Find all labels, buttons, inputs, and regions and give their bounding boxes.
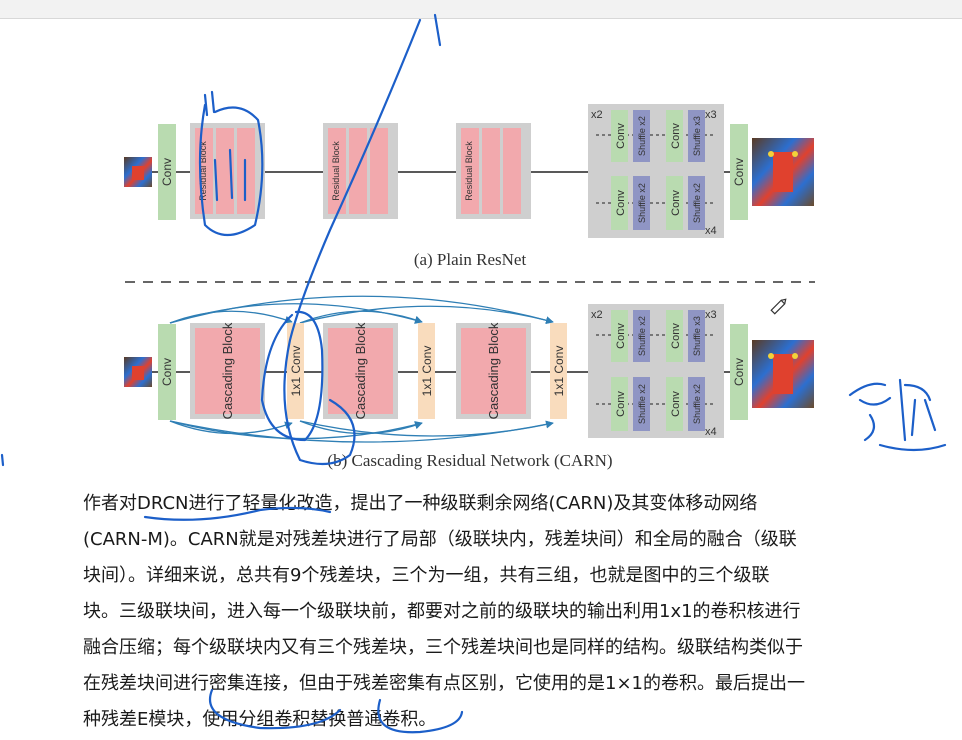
plain-residual-block-1: Residual Block bbox=[190, 123, 265, 219]
conv1x1-block-2 bbox=[418, 323, 435, 419]
architecture-diagram: Conv Residual Block Residual Block Resid… bbox=[124, 104, 815, 470]
upsample-conv-label: Conv bbox=[615, 190, 627, 216]
conv1x1-label: 1x1 Conv bbox=[552, 346, 566, 397]
upsample-conv-label: Conv bbox=[615, 123, 627, 149]
upsample-conv-label: Conv bbox=[670, 391, 682, 417]
shuffle-label: Shuffle x2 bbox=[692, 384, 702, 424]
cascading-block-1: Cascading Block bbox=[190, 322, 265, 419]
scale-x4-label: x4 bbox=[705, 426, 717, 438]
text-line: 块间）。详细来说，总共有9个残差块，三个为一组，共有三组，也就是图中的三个级联 bbox=[83, 565, 770, 586]
plain-conv-label: Conv bbox=[160, 158, 174, 186]
carn-upsample-module: Conv Shuffle x2 Conv Shuffle x3 Conv Shu… bbox=[588, 304, 724, 438]
text-line: 种残差E模块，使用分组卷积替换普通卷积。 bbox=[83, 709, 437, 730]
cascading-block-3: Cascading Block bbox=[456, 322, 531, 419]
shuffle-label: Shuffle x2 bbox=[637, 384, 647, 424]
pencil-icon[interactable] bbox=[770, 298, 787, 315]
plain-block-label: Residual Block bbox=[198, 141, 208, 201]
shuffle-label: Shuffle x2 bbox=[637, 316, 647, 356]
shuffle-label: Shuffle x2 bbox=[692, 183, 702, 223]
shuffle-label: Shuffle x2 bbox=[637, 116, 647, 156]
carn-conv-block bbox=[158, 324, 176, 420]
plain-upsample-module: Conv Shuffle x2 Conv Shuffle x3 Conv Shu… bbox=[588, 104, 724, 238]
scale-x3-label: x3 bbox=[705, 109, 717, 121]
cascading-block-label: Cascading Block bbox=[486, 322, 501, 419]
shuffle-label: Shuffle x3 bbox=[692, 116, 702, 156]
text-line: 融合压缩；每个级联块内又有三个残差块，三个残差块间也是同样的结构。级联结构类似于 bbox=[83, 637, 803, 658]
conv1x1-label: 1x1 Conv bbox=[289, 346, 303, 397]
upsample-conv-label: Conv bbox=[615, 391, 627, 417]
upsample-conv-label: Conv bbox=[670, 123, 682, 149]
scale-x4-label: x4 bbox=[705, 225, 717, 237]
scale-x3-label: x3 bbox=[705, 309, 717, 321]
conv1x1-block-3 bbox=[550, 323, 567, 419]
plain-caption: (a) Plain ResNet bbox=[414, 250, 527, 269]
carn-final-conv-label: Conv bbox=[732, 358, 746, 386]
viewer-toolbar bbox=[0, 0, 962, 19]
shuffle-label: Shuffle x2 bbox=[637, 183, 647, 223]
plain-final-conv-block bbox=[730, 124, 748, 220]
plain-block-label: Residual Block bbox=[464, 141, 474, 201]
shuffle-label: Shuffle x3 bbox=[692, 316, 702, 356]
text-line: 在残差块间进行密集连接，但由于残差密集有点区别，它使用的是1×1的卷积。最后提出… bbox=[83, 673, 805, 694]
text-line: (CARN-M)。CARN就是对残差块进行了局部（级联块内，残差块间）和全局的融… bbox=[83, 529, 797, 550]
carn-diagram: Conv Cascading Block 1x1 Conv Cascading … bbox=[124, 295, 814, 470]
cascading-block-2: Cascading Block bbox=[323, 322, 398, 419]
conv1x1-label: 1x1 Conv bbox=[420, 346, 434, 397]
carn-caption: (b) Cascading Residual Network (CARN) bbox=[327, 451, 612, 470]
carn-final-conv-block bbox=[730, 324, 748, 420]
output-image-large bbox=[752, 340, 814, 408]
cascading-block-label: Cascading Block bbox=[353, 322, 368, 419]
input-image-small bbox=[124, 357, 152, 387]
upsample-conv-label: Conv bbox=[615, 323, 627, 349]
plain-final-conv-label: Conv bbox=[732, 158, 746, 186]
plain-residual-block-3: Residual Block bbox=[456, 123, 531, 219]
input-image-small bbox=[124, 157, 152, 187]
text-line: 块。三级联块间，进入每一个级联块前，都要对之前的级联块的输出利用1x1的卷积核进… bbox=[83, 601, 801, 622]
plain-resnet-diagram: Conv Residual Block Residual Block Resid… bbox=[124, 104, 814, 269]
cascading-block-label: Cascading Block bbox=[220, 322, 235, 419]
output-image-large bbox=[752, 138, 814, 206]
upsample-conv-label: Conv bbox=[670, 323, 682, 349]
text-line: 作者对DRCN进行了轻量化改造，提出了一种级联剩余网络(CARN)及其变体移动网… bbox=[83, 493, 758, 514]
plain-conv-block bbox=[158, 124, 176, 220]
plain-block-label: Residual Block bbox=[331, 141, 341, 201]
scale-x2-label: x2 bbox=[591, 309, 603, 321]
plain-residual-block-2: Residual Block bbox=[323, 123, 398, 219]
scale-x2-label: x2 bbox=[591, 109, 603, 121]
body-paragraph: 作者对DRCN进行了轻量化改造，提出了一种级联剩余网络(CARN)及其变体移动网… bbox=[83, 486, 895, 738]
carn-conv-label: Conv bbox=[160, 358, 174, 386]
upsample-conv-label: Conv bbox=[670, 190, 682, 216]
